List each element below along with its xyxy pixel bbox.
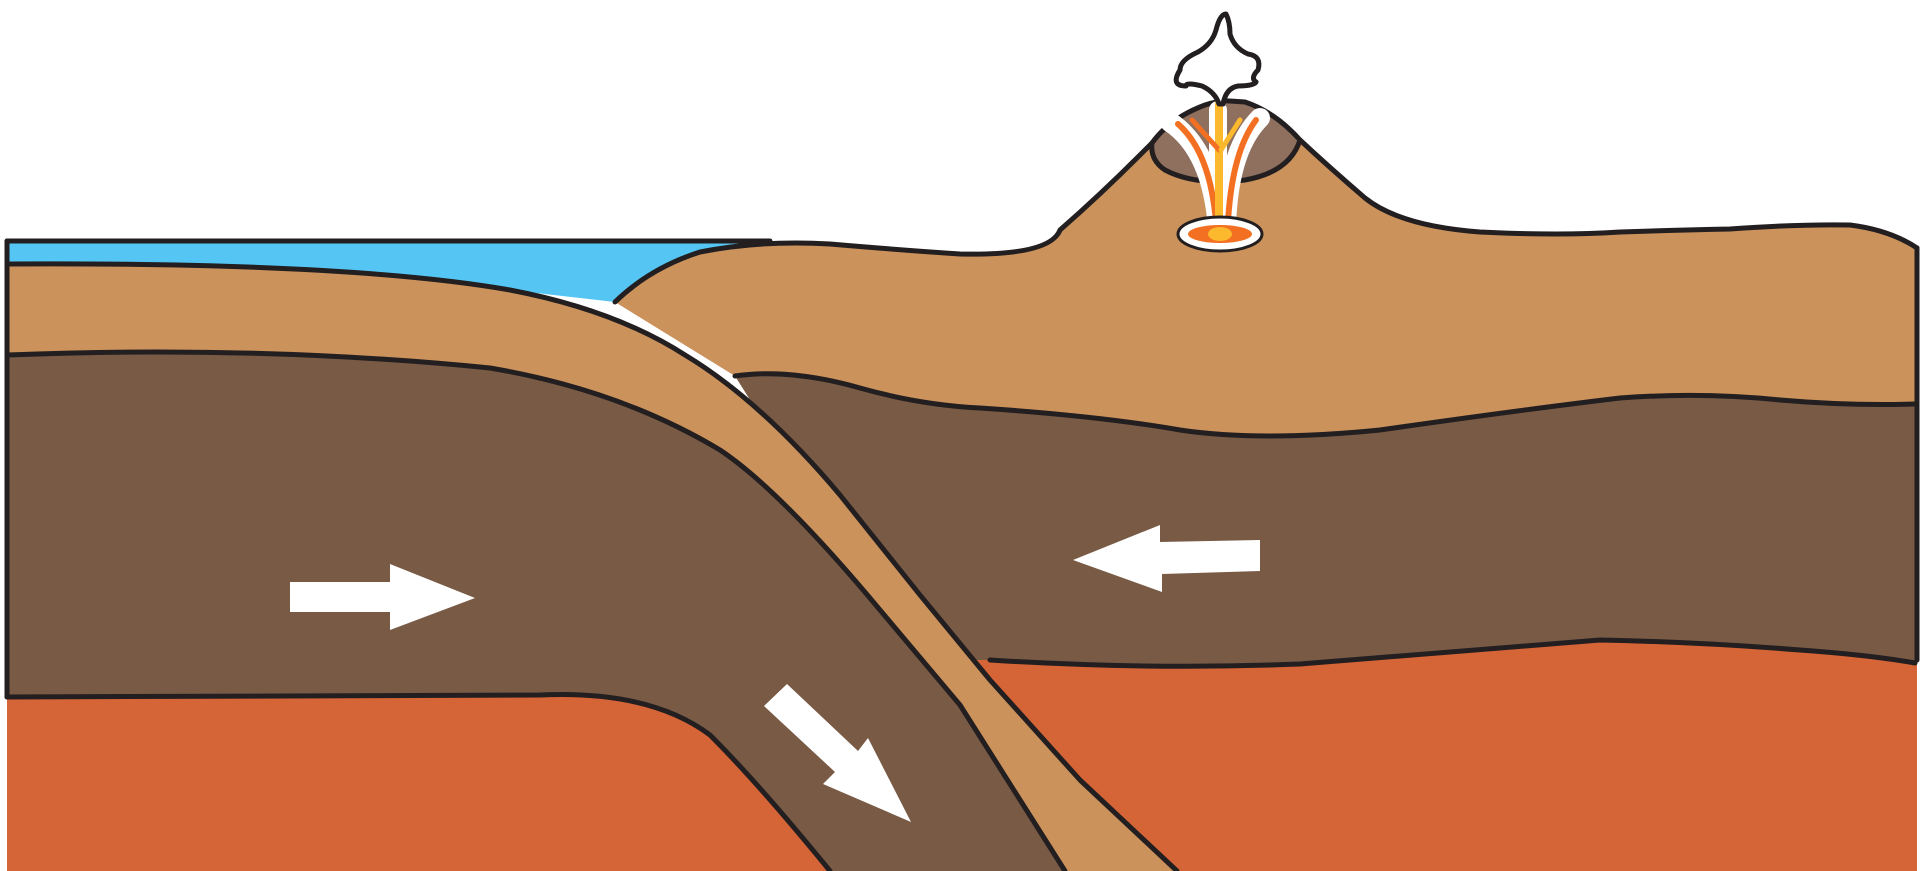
magma-chamber-core bbox=[1208, 227, 1232, 241]
